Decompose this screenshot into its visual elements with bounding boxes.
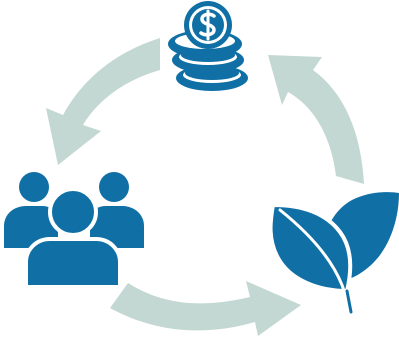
arrow-people-to-environment — [110, 281, 301, 336]
leaf-icon — [268, 192, 399, 314]
arrow-money-to-people — [46, 38, 160, 165]
arrow-environment-to-money — [268, 55, 364, 184]
people-group-icon — [4, 172, 144, 289]
coin-stack-icon — [168, 1, 248, 91]
